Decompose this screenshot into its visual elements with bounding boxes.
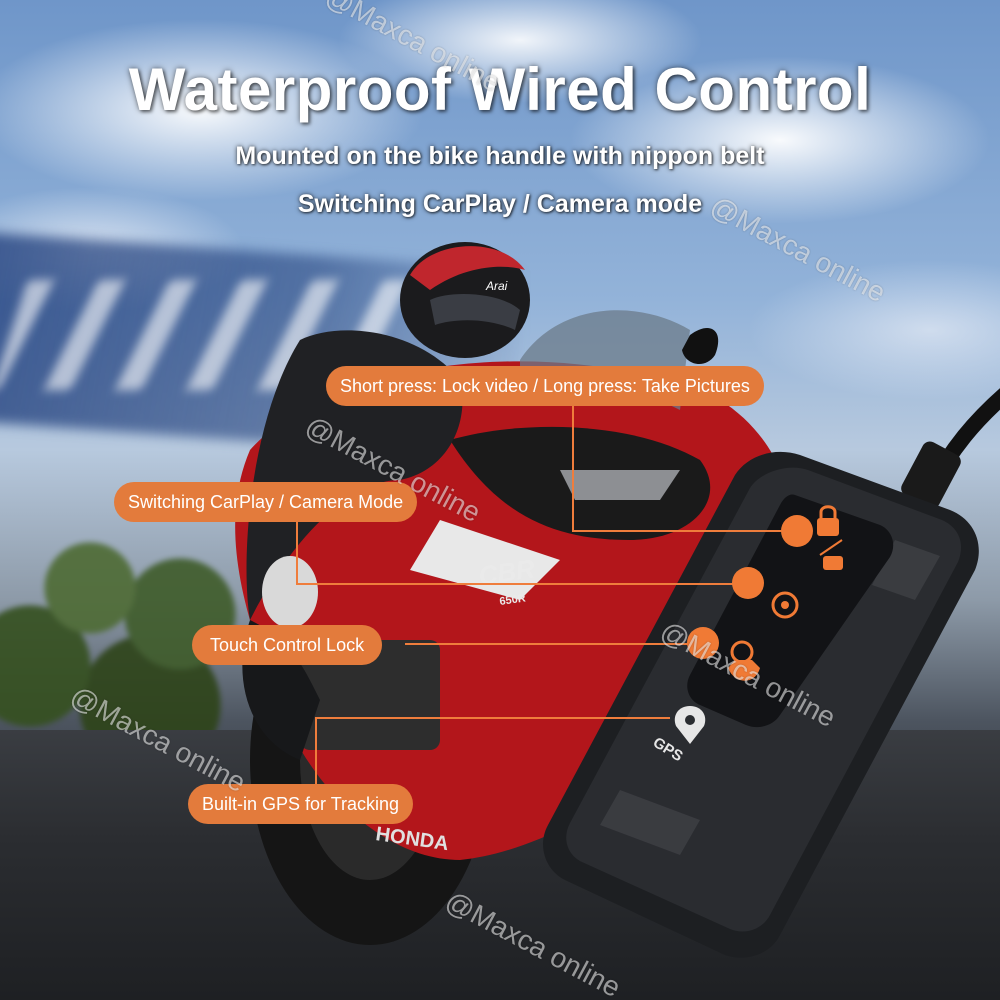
callout-gps: Built-in GPS for Tracking <box>188 784 414 824</box>
touch-lock-button[interactable] <box>728 640 760 681</box>
bike-model-sub-decal: 650R <box>499 592 527 608</box>
lock-video-button[interactable] <box>817 505 843 570</box>
grip-ridge-bottom <box>600 790 700 855</box>
leader-line-gps-horizontal <box>315 717 670 719</box>
lock-button-marker <box>781 515 813 547</box>
callout-mode-switch: Switching CarPlay / Camera Mode <box>114 482 418 522</box>
leader-line-mode-horizontal <box>296 583 736 585</box>
mode-switch-icon <box>771 591 799 619</box>
leader-line-mode-vertical <box>296 520 298 585</box>
mode-switch-button[interactable] <box>771 591 799 619</box>
mode-button-marker <box>732 567 764 599</box>
leader-line-gps-vertical <box>315 718 317 788</box>
callout-touch-lock: Touch Control Lock <box>192 625 383 665</box>
callout-lock-video: Short press: Lock video / Long press: Ta… <box>326 366 764 406</box>
rider-knee-guard <box>262 556 318 628</box>
helmet-red-stripe <box>410 246 525 290</box>
right-mirror <box>682 327 719 365</box>
helmet-visor <box>430 294 520 330</box>
leader-line-touch <box>405 643 695 645</box>
touch-button-marker <box>687 627 719 659</box>
headlight <box>560 470 680 500</box>
subtitle-line-1: Mounted on the bike handle with nippon b… <box>235 142 765 170</box>
engine-block <box>300 640 440 750</box>
cable-strain-relief <box>901 441 961 509</box>
headline: Waterproof Wired Control <box>128 56 872 123</box>
leader-line-lock-vertical <box>572 406 574 532</box>
helmet-brand-logo: Arai <box>485 279 508 293</box>
subtitle-line-2: Switching CarPlay / Camera mode <box>297 190 703 218</box>
leader-line-lock-horizontal <box>572 530 798 532</box>
fairing-stripe <box>410 520 560 600</box>
lock-photo-icon <box>817 518 839 536</box>
